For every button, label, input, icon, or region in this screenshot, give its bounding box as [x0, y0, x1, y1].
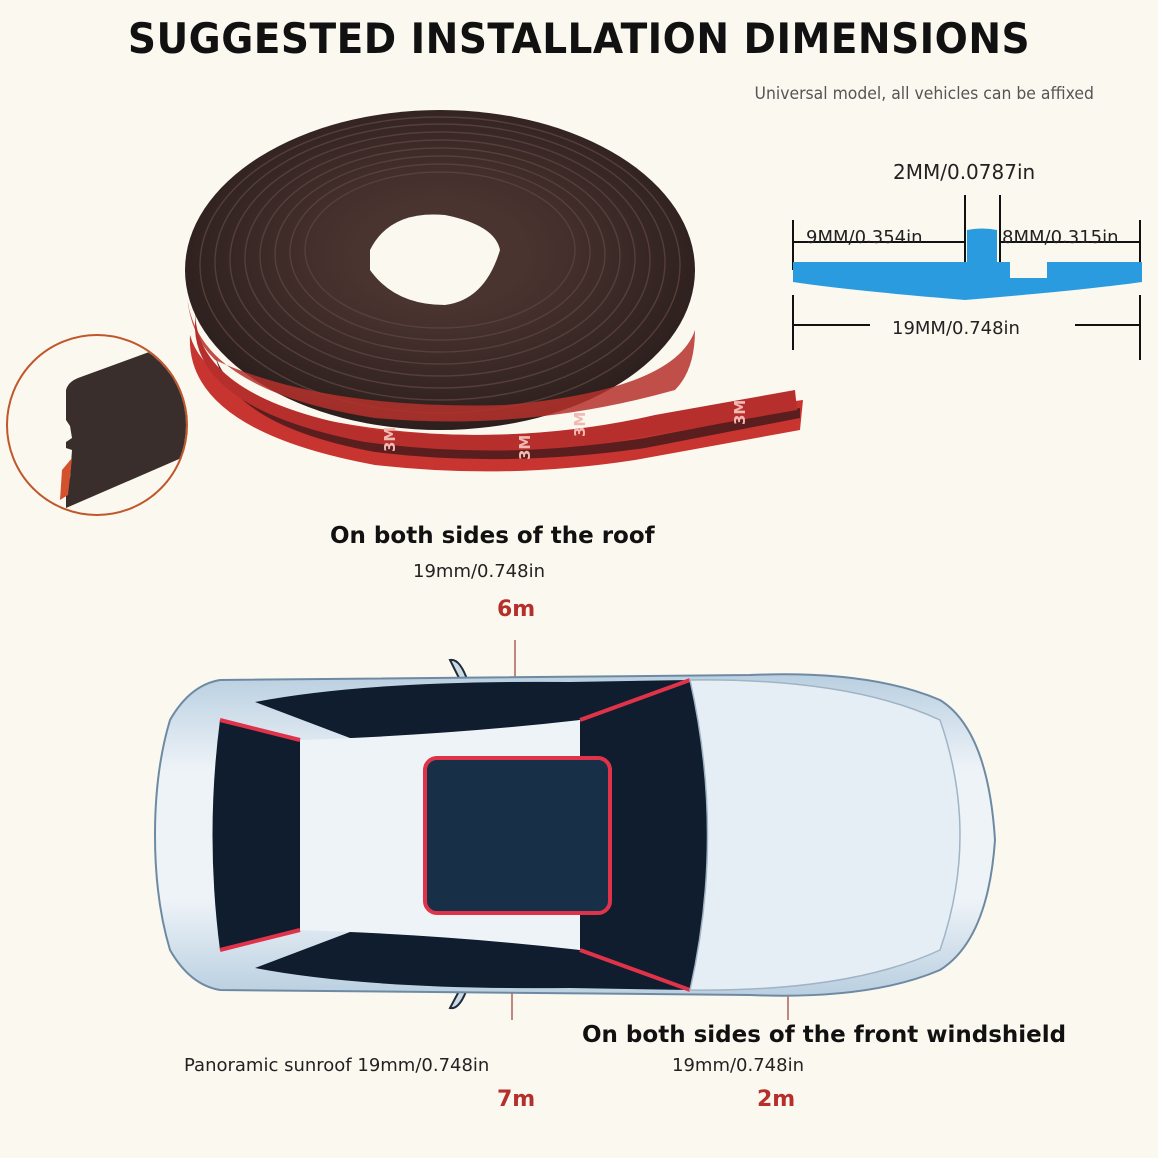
seal-detail-circle: [6, 334, 188, 516]
backing-mark: 3M: [571, 412, 589, 437]
roof-callout-size: 19mm/0.748in: [413, 561, 545, 582]
roof-callout-label: On both sides of the roof: [330, 523, 655, 549]
windshield-length: 2m: [757, 1087, 796, 1112]
windshield-callout-label: On both sides of the front windshield: [582, 1022, 1067, 1048]
seal-profile-diagram: [792, 195, 1142, 360]
sunroof-length: 7m: [497, 1087, 536, 1112]
car-top-view: [153, 640, 997, 1020]
backing-mark: 3M: [381, 427, 399, 452]
total-width-label: 19MM/0.748in: [892, 318, 1020, 339]
sunroof-callout-label: Panoramic sunroof 19mm/0.748in: [184, 1055, 490, 1076]
backing-mark: 3M: [731, 400, 749, 425]
tape-roll-image: 3M 3M 3M 3M: [185, 110, 803, 472]
top-width-label: 2MM/0.0787in: [893, 160, 1036, 184]
right-width-label: 8MM/0.315in: [1002, 227, 1119, 248]
roof-length: 6m: [497, 597, 536, 622]
subtitle: Universal model, all vehicles can be aff…: [754, 84, 1094, 104]
windshield-callout-size: 19mm/0.748in: [672, 1055, 804, 1076]
backing-mark: 3M: [516, 435, 534, 460]
page-title: SUGGESTED INSTALLATION DIMENSIONS: [127, 14, 1031, 63]
left-width-label: 9MM/0.354in: [806, 227, 923, 248]
